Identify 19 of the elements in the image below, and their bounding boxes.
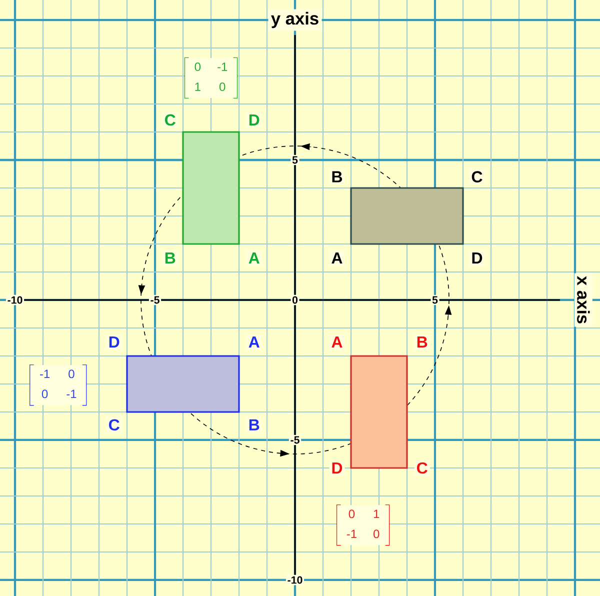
matrix: 0 -1 1 0: [184, 57, 238, 99]
tick-label: 5: [290, 154, 300, 166]
vertex-label: C: [469, 169, 485, 184]
axis-title: x axis: [574, 273, 592, 327]
matrix: 0 1 -1 0: [336, 504, 390, 546]
tick-label: 0: [290, 294, 300, 306]
vertex-label: D: [329, 460, 345, 476]
rectangle: [350, 187, 464, 245]
vertex-label: C: [106, 417, 122, 433]
matrix: -1 0 0 -1: [30, 364, 87, 406]
axis-title: y axis: [268, 9, 322, 31]
tick-label: 5: [430, 294, 440, 306]
rectangle: [126, 355, 240, 413]
vertex-label: A: [329, 250, 345, 266]
vertex-label: B: [329, 169, 345, 184]
rectangle: [350, 355, 408, 469]
rectangle: [182, 131, 240, 245]
vertex-label: D: [469, 250, 485, 266]
vertex-label: A: [329, 334, 345, 350]
